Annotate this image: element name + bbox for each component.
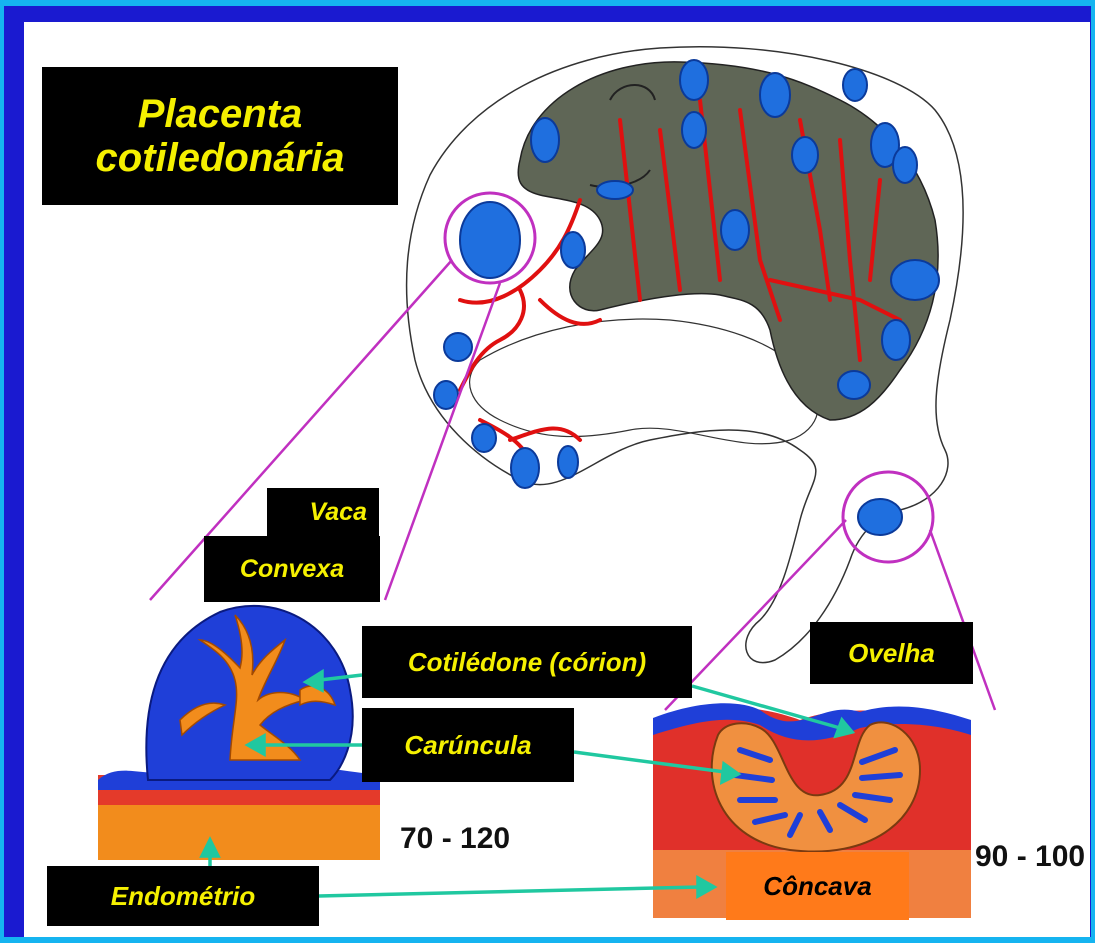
label-cotiledone: Cotilédone (córion): [362, 626, 692, 698]
label-ovelha: Ovelha: [810, 622, 973, 684]
label-endometrio: Endométrio: [47, 866, 319, 926]
label-concava: Côncava: [726, 852, 909, 920]
label-caruncula: Carúncula: [362, 708, 574, 782]
cow-range-number: 70 - 120: [400, 822, 510, 856]
diagram-title: Placenta cotiledonária: [42, 67, 398, 205]
label-vaca: Vaca: [267, 488, 379, 536]
label-convexa: Convexa: [204, 536, 380, 602]
sheep-range-number: 90 - 100: [975, 840, 1085, 874]
